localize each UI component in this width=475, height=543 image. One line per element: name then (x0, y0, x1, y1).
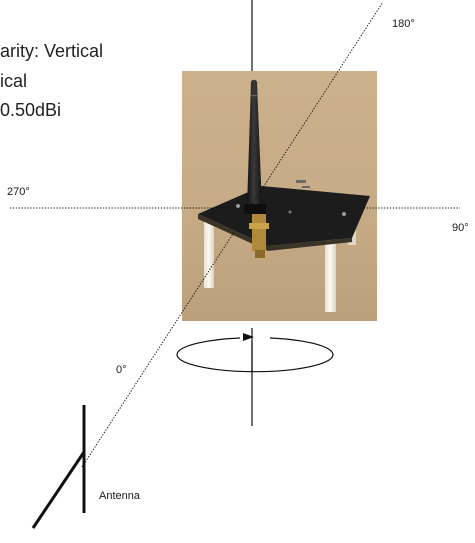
angle-270-label: 270° (7, 186, 30, 198)
spec-polarity: arity: Vertical (0, 41, 104, 61)
antenna-whip (247, 79, 262, 208)
spec-gain: 0.50dBi (0, 100, 62, 120)
antenna-label: Antenna (99, 490, 140, 502)
diagonal-axis (81, 1, 384, 468)
antenna-photo (182, 71, 377, 321)
board-leg-front-left (204, 222, 214, 288)
spec-polarization: ical (0, 71, 28, 91)
board-leg-front-right (325, 236, 336, 312)
reference-antenna-icon (31, 405, 86, 529)
angle-0-label: 0° (116, 364, 127, 376)
pcb-board (198, 186, 370, 246)
rotation-arrow (176, 333, 334, 373)
sma-connector (252, 211, 266, 251)
angle-180-label: 180° (392, 18, 415, 30)
pcb-board-edge (198, 214, 352, 251)
angle-90-label: 90° (452, 222, 469, 234)
